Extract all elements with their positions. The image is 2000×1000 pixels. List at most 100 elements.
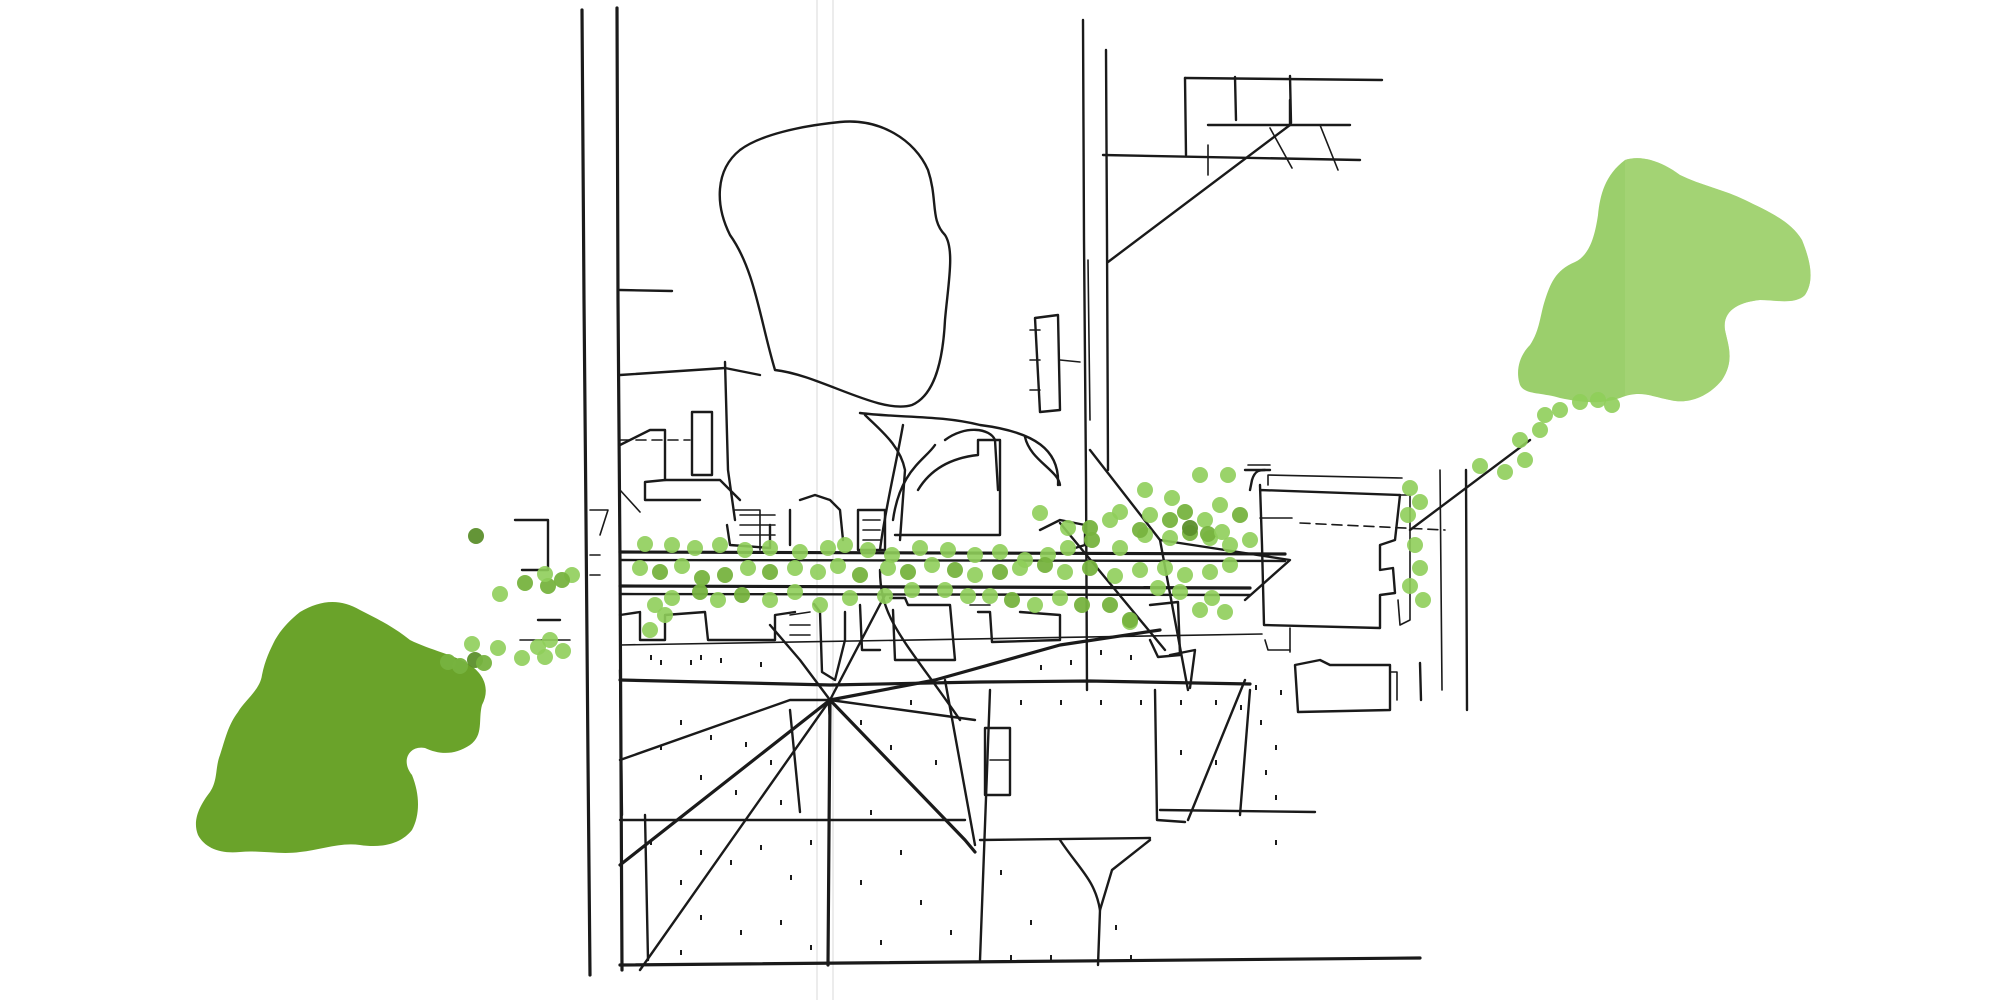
tree-dot — [912, 540, 928, 556]
tree-dot — [1004, 592, 1020, 608]
tree-dot — [1537, 407, 1553, 423]
tree-dot — [632, 560, 648, 576]
tree-dot — [852, 567, 868, 583]
east-street-buildings — [1038, 464, 1446, 653]
tree-dot — [555, 643, 571, 659]
tree-dot — [1232, 507, 1248, 523]
tree-dot — [787, 584, 803, 600]
tree-dot — [1122, 612, 1138, 628]
tree-dot — [1132, 562, 1148, 578]
tree-dot — [642, 622, 658, 638]
tree-dot — [637, 536, 653, 552]
tree-dot — [737, 542, 753, 558]
pond-surround — [618, 288, 1060, 552]
tree-dot — [1164, 490, 1180, 506]
tree-dot — [1214, 524, 1230, 540]
tree-dot — [1074, 597, 1090, 613]
tree-dot — [787, 560, 803, 576]
tree-dot — [1217, 604, 1233, 620]
tree-dot — [1532, 422, 1548, 438]
tree-dot — [1402, 480, 1418, 496]
tree-dot — [762, 540, 778, 556]
tree-dot — [1472, 458, 1488, 474]
tree-dot — [452, 658, 468, 674]
tree-dot — [1082, 520, 1098, 536]
tree-dot — [468, 528, 484, 544]
tree-dot — [904, 582, 920, 598]
tree-dot — [1407, 537, 1423, 553]
tree-dot — [1132, 522, 1148, 538]
tree-dot — [937, 582, 953, 598]
tree-dot — [1222, 537, 1238, 553]
tree-dot — [1172, 584, 1188, 600]
tree-dot — [694, 570, 710, 586]
tree-dot — [1102, 597, 1118, 613]
tree-dot — [1192, 602, 1208, 618]
tree-dot — [1202, 564, 1218, 580]
tree-dot — [1212, 497, 1228, 513]
tree-dot — [464, 636, 480, 652]
tree-dot — [1572, 394, 1588, 410]
tree-dot — [1150, 580, 1166, 596]
southern-roads — [618, 448, 1422, 972]
tree-dot — [1200, 526, 1216, 542]
tree-dot — [940, 542, 956, 558]
tree-dot — [1012, 560, 1028, 576]
tree-dot — [514, 650, 530, 666]
tree-dot — [1137, 482, 1153, 498]
tree-dot — [537, 566, 553, 582]
tree-dot — [1102, 512, 1118, 528]
tree-dot — [762, 564, 778, 580]
northeast-parcel — [1101, 74, 1384, 264]
stippled-lots — [650, 650, 1282, 960]
tree-dot — [880, 560, 896, 576]
tree-dot — [740, 560, 756, 576]
tree-dot — [860, 542, 876, 558]
paper-creases — [816, 0, 834, 1000]
tree-dot — [1604, 397, 1620, 413]
tree-dot — [540, 578, 556, 594]
tree-dot — [647, 597, 663, 613]
tree-dot — [820, 540, 836, 556]
tree-dot — [830, 558, 846, 574]
tree-dot — [1162, 530, 1178, 546]
tree-dot — [1512, 432, 1528, 448]
tree-dot — [792, 544, 808, 560]
tree-dot — [947, 562, 963, 578]
tree-dot — [710, 592, 726, 608]
tree-dot — [537, 649, 553, 665]
tree-dot — [717, 567, 733, 583]
tree-dot — [664, 590, 680, 606]
tree-dot — [517, 575, 533, 591]
tree-dot — [1590, 392, 1606, 408]
tree-dot — [687, 540, 703, 556]
northeast-diagonal — [1408, 438, 1532, 691]
tree-dot — [1157, 560, 1173, 576]
tree-dot — [652, 564, 668, 580]
tree-dot — [924, 557, 940, 573]
tree-dot — [476, 655, 492, 671]
tree-dot — [1222, 557, 1238, 573]
ink-sketch — [513, 6, 1532, 977]
tree-dot — [810, 564, 826, 580]
southeast-building — [1293, 658, 1423, 714]
tree-dot — [664, 537, 680, 553]
tree-dot — [1220, 467, 1236, 483]
tree-dot — [842, 590, 858, 606]
tree-dot — [967, 547, 983, 563]
tree-dot — [877, 588, 893, 604]
tree-dot — [1402, 578, 1418, 594]
west-boundary-road — [580, 6, 624, 977]
tree-dot — [1060, 520, 1076, 536]
tree-dot — [1112, 540, 1128, 556]
tree-dot — [1192, 467, 1208, 483]
tree-dot — [1027, 597, 1043, 613]
tree-dot — [1177, 567, 1193, 583]
tree-dot — [1107, 568, 1123, 584]
west-green-space — [195, 601, 486, 853]
tree-dot — [1057, 564, 1073, 580]
tree-dot — [712, 537, 728, 553]
tree-dot — [1162, 512, 1178, 528]
east-boundary-road — [1081, 18, 1469, 712]
tree-dot — [992, 544, 1008, 560]
